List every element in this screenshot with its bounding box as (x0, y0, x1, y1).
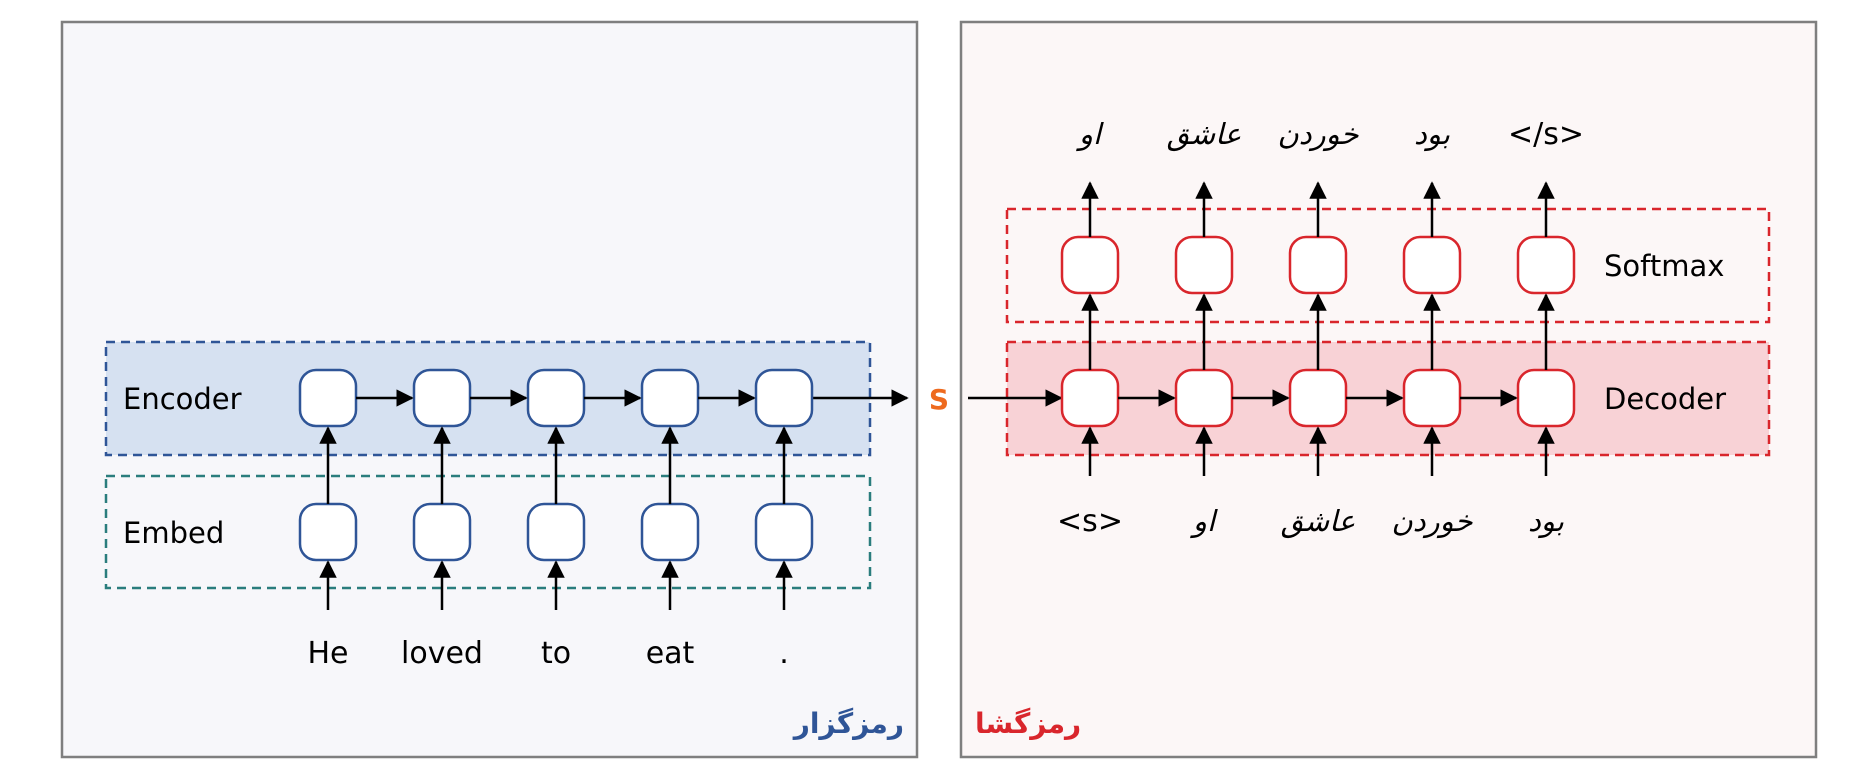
encoder-input-token: . (779, 636, 789, 671)
encoder-label: Encoder (123, 382, 242, 416)
encoder-panel-title: رمزگزار (792, 707, 904, 740)
encoder-input-token: loved (401, 636, 483, 671)
embed-cell (526, 502, 586, 562)
decoder-cell (1174, 368, 1234, 428)
decoder-output-token: عاشق (1167, 117, 1242, 152)
encoder-input-token: eat (646, 636, 695, 671)
encoder-cell (298, 368, 358, 428)
state-label: S (929, 383, 949, 416)
decoder-input-token: بود (1528, 504, 1564, 539)
decoder-input-token: <s> (1057, 504, 1123, 539)
softmax-cell (1402, 235, 1462, 295)
softmax-band (1005, 207, 1771, 324)
encoder-cell (640, 368, 700, 428)
decoder-cell (1402, 368, 1462, 428)
decoder-panel-title: رمزگشا (975, 707, 1081, 740)
embed-cell (640, 502, 700, 562)
embed-cell (754, 502, 814, 562)
decoder-output-token: بود (1414, 117, 1450, 152)
encoder-input-token: He (307, 636, 348, 671)
encoder-cell (754, 368, 814, 428)
encoder-cell (412, 368, 472, 428)
softmax-cell (1060, 235, 1120, 295)
encoder-input-token: to (541, 636, 571, 671)
decoder-cell (1516, 368, 1576, 428)
embed-label: Embed (123, 516, 224, 550)
decoder-input-token: عاشق (1281, 504, 1356, 539)
softmax-cell (1174, 235, 1234, 295)
softmax-cell (1516, 235, 1576, 295)
decoder-input-token: خوردن (1391, 504, 1473, 539)
softmax-cell (1288, 235, 1348, 295)
embed-band (104, 474, 872, 590)
decoder-output-token: </s> (1508, 117, 1584, 152)
embed-cell (298, 502, 358, 562)
softmax-label: Softmax (1604, 249, 1724, 283)
decoder-input-token: او (1190, 504, 1218, 539)
decoder-output-token: او (1076, 117, 1104, 152)
encoder-cell (526, 368, 586, 428)
decoder-output-token: خوردن (1277, 117, 1359, 152)
decoder-cell (1060, 368, 1120, 428)
decoder-label: Decoder (1604, 382, 1726, 416)
embed-cell (412, 502, 472, 562)
decoder-cell (1288, 368, 1348, 428)
